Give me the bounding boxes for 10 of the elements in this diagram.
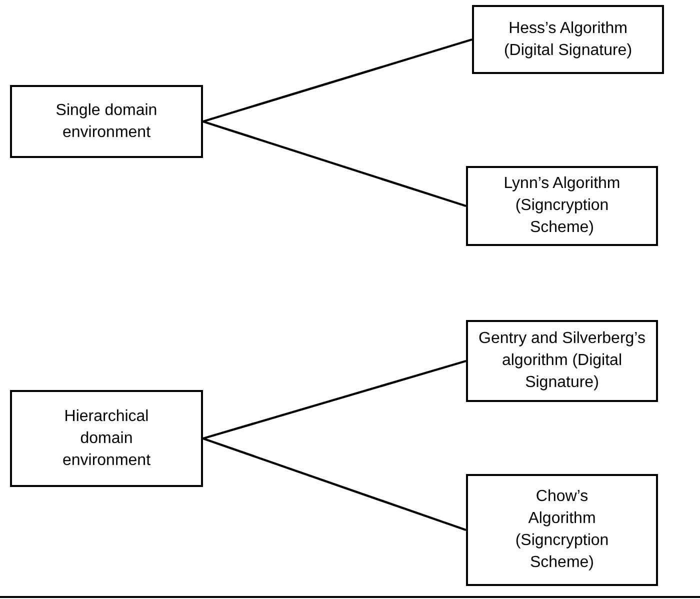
text-box: Hierarchical domain environment [10, 390, 203, 487]
connector-line [202, 38, 472, 123]
text-box: Single domain environment [10, 85, 203, 158]
connector-line [202, 437, 466, 532]
connector-line [202, 120, 466, 208]
text-box: Gentry and Silverberg’s algorithm (Digital Signature) [466, 320, 658, 402]
text-box: Chow’s Algorithm (Signcryption Scheme) [466, 474, 658, 586]
connector-line [202, 360, 466, 440]
text-box: Lynn’s Algorithm (Signcryption Scheme) [466, 166, 658, 246]
text-box: Hess’s Algorithm (Digital Signature) [472, 5, 664, 74]
